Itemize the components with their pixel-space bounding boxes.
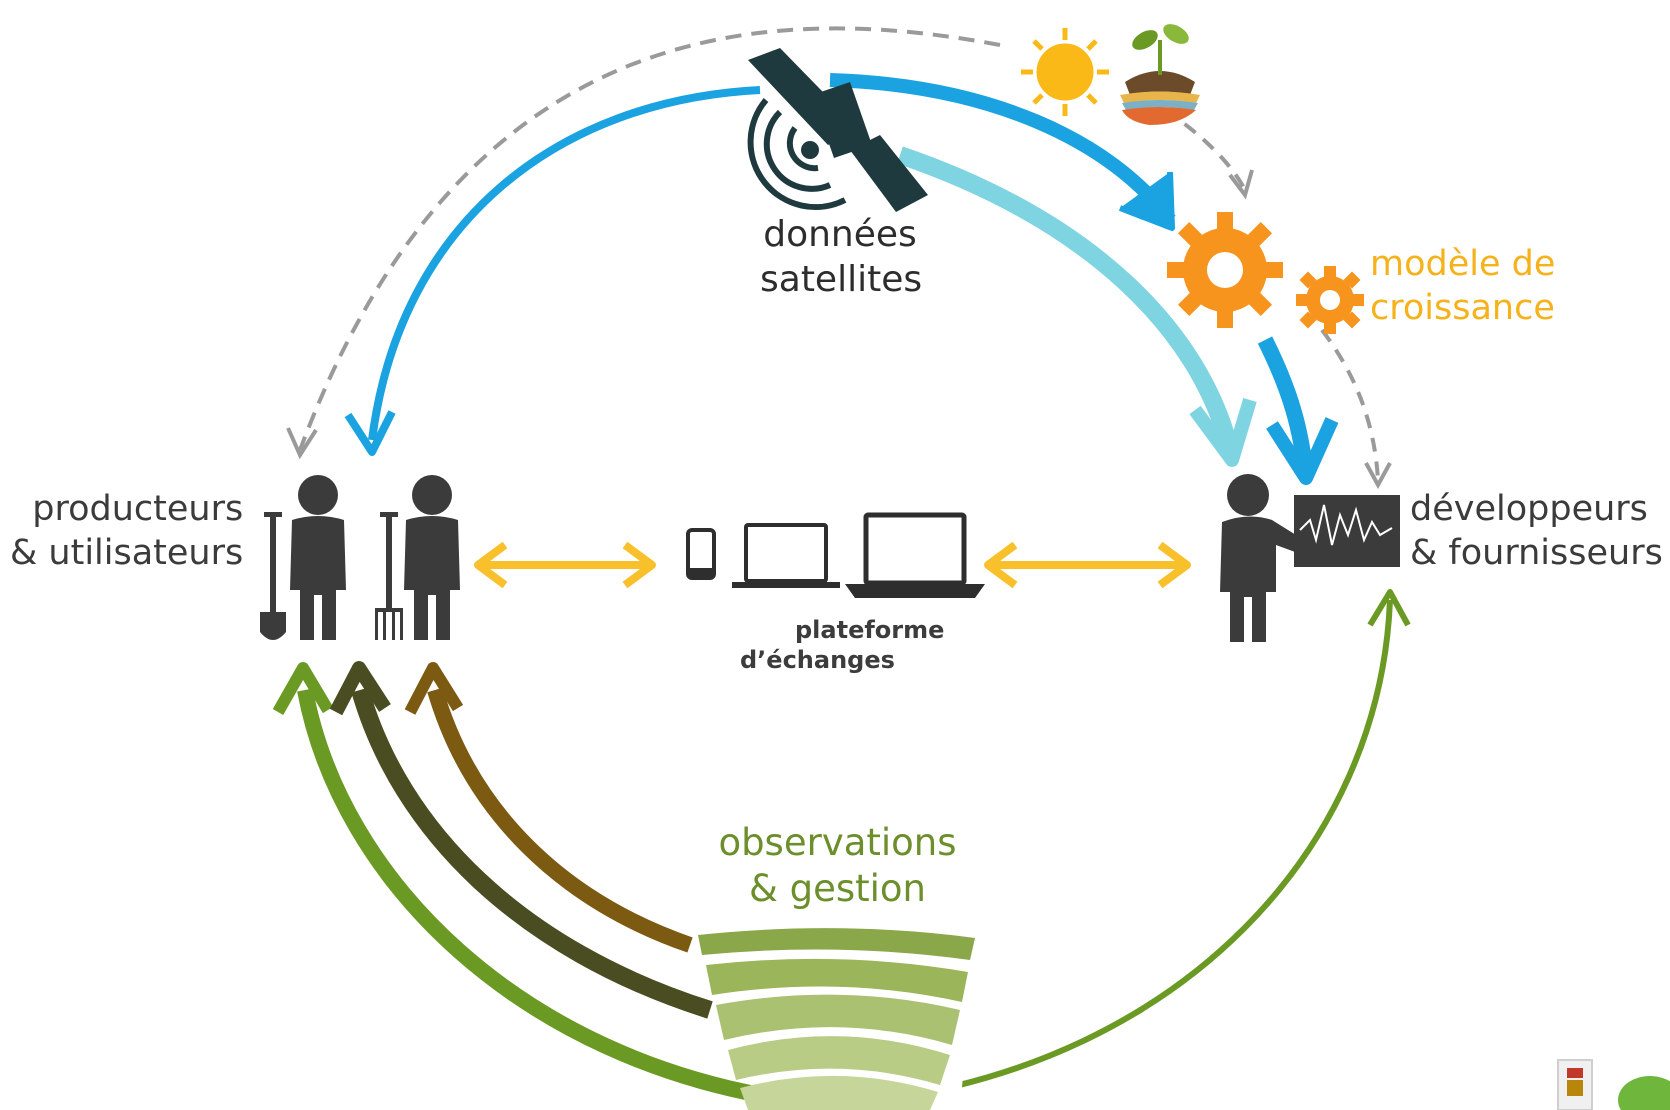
laptop-icon — [845, 512, 985, 598]
green-arrow-to-producers — [297, 688, 792, 1108]
arrowhead-brown-producers — [404, 662, 464, 715]
gears-icon — [1167, 212, 1364, 334]
satellite-data-label: données satellites — [760, 212, 923, 302]
sun-icon — [1021, 28, 1109, 116]
soil-plant-icon — [1120, 24, 1200, 125]
arrowhead-gray-model — [1228, 169, 1254, 200]
developers-label: développeurs & fournisseurs — [1410, 488, 1663, 576]
growth-model-label: modèle de croissance — [1370, 243, 1555, 331]
producers-label-line1: producteurs — [32, 489, 244, 529]
logo-fragment — [1557, 1059, 1670, 1110]
platform-label-line1: plateforme — [795, 616, 945, 644]
producers-label: producteurs & utilisateurs — [10, 488, 243, 576]
producers-label-line2: & utilisateurs — [10, 532, 244, 573]
developers-label-line1: développeurs — [1410, 489, 1648, 529]
darkgreen-arrow-to-producers — [351, 687, 713, 1019]
growth-model-label-line1: modèle de — [1370, 244, 1556, 284]
arrowhead-gray-developers — [1364, 462, 1392, 490]
blue-arrow-model-to-developers — [1257, 336, 1313, 471]
blue-arrow-to-model — [829, 73, 1176, 225]
dashed-arc-to-model — [1163, 108, 1247, 191]
arrowhead-green-developers — [1367, 589, 1411, 627]
observations-label: observations & gestion — [715, 820, 960, 913]
lightblue-arrow-to-developers — [897, 146, 1239, 453]
arrowhead-blue-developers — [1266, 417, 1339, 485]
arrowhead-blue-model — [1118, 171, 1175, 231]
green-arrow-to-developers — [879, 599, 1393, 1103]
arrowhead-green-producers — [272, 662, 334, 715]
tablet-icon — [732, 523, 840, 588]
dashed-arc-to-producers — [298, 26, 1001, 451]
observations-label-line1: observations — [718, 821, 957, 864]
platform-label: plateforme d’échanges — [740, 615, 944, 675]
arrowhead-darkgreen-producers — [329, 661, 391, 716]
satellite-label-line1: données — [763, 214, 917, 255]
farmer-pitchfork-icon — [375, 475, 460, 640]
phone-icon — [686, 528, 716, 580]
observations-label-line2: & gestion — [748, 867, 926, 911]
arrowhead-gray-left — [286, 427, 318, 460]
satellite-label-line2: satellites — [760, 259, 923, 300]
platform-label-line2: d’échanges — [740, 646, 895, 674]
yellow-double-arrow-left — [474, 541, 656, 589]
arrowhead-blue-producers — [344, 410, 396, 456]
dashed-arc-to-developers — [1320, 328, 1380, 481]
yellow-double-arrow-right — [984, 541, 1191, 589]
blue-arrow-to-producers — [368, 86, 761, 441]
growth-model-label-line2: croissance — [1370, 287, 1555, 328]
arrowhead-lightblue-developers — [1189, 397, 1257, 467]
presenter-icon — [1220, 474, 1400, 642]
developers-label-line2: & fournisseurs — [1410, 532, 1663, 573]
field-icon — [698, 928, 975, 1110]
farmer-shovel-icon — [260, 475, 346, 640]
satellite-icon — [747, 48, 928, 212]
brown-arrow-to-producers — [427, 687, 693, 953]
